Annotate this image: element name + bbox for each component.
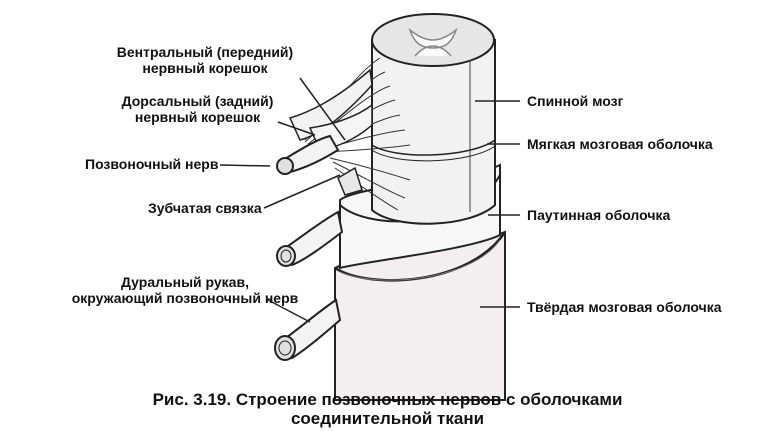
spinal-cord-label: Спинной мозг bbox=[527, 93, 624, 109]
dura-mater-label: Твёрдая мозговая оболочка bbox=[527, 299, 722, 315]
denticulate-ligament-label: Зубчатая связка bbox=[148, 200, 262, 216]
pia-mater-label: Мягкая мозговая оболочка bbox=[527, 136, 713, 152]
dural-sleeve-label-line2: окружающий позвоночный нерв bbox=[71, 290, 299, 306]
dural-sleeve-label: Дуральный рукав, окружающий позвоночный … bbox=[55, 274, 315, 306]
dorsal-root-label: Дорсальный (задний) нервный корешок bbox=[115, 93, 280, 125]
dorsal-root-label-line1: Дорсальный (задний) bbox=[121, 93, 274, 109]
leader-lines bbox=[219, 77, 520, 323]
grey-matter bbox=[408, 27, 458, 57]
dural-sleeve-label-line1: Дуральный рукав, bbox=[121, 274, 249, 290]
arachnoid-label: Паутинная оболочка bbox=[527, 207, 671, 223]
spinal-nerve-label: Позвоночный нерв bbox=[85, 156, 219, 172]
spinal-nerve-shape bbox=[281, 134, 340, 174]
ventral-root-label-line1: Вентральный (передний) bbox=[116, 44, 294, 60]
denticulate-ligament-shape bbox=[337, 166, 363, 196]
dural-sleeve-middle bbox=[283, 210, 344, 267]
ventral-root-label: Вентральный (передний) нервный корешок bbox=[105, 44, 305, 76]
figure-caption-line1: Рис. 3.19. Строение позвоночных нервов с… bbox=[152, 390, 623, 409]
figure-caption-line2: соединительной ткани bbox=[290, 409, 485, 428]
ventral-root-label-line2: нервный корешок bbox=[142, 60, 268, 76]
dural-sleeve-lower bbox=[281, 298, 342, 360]
dorsal-root-label-line2: нервный корешок bbox=[134, 109, 261, 125]
